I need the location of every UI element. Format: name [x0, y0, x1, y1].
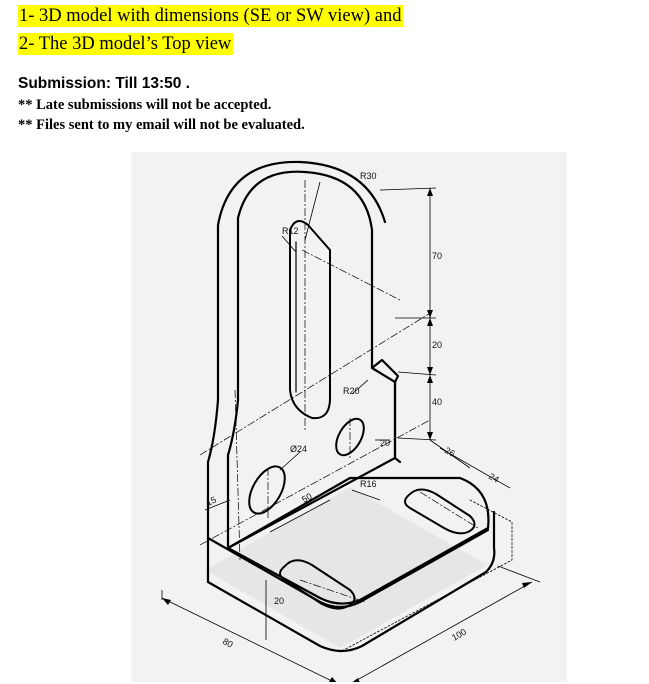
- dim-20-slot: 20: [380, 438, 390, 448]
- task-line-1: 1- 3D model with dimensions (SE or SW vi…: [18, 5, 404, 27]
- dim-r16: R16: [360, 479, 377, 489]
- hole-r20: [335, 417, 365, 457]
- dim-r30: R30: [360, 171, 377, 181]
- base-slot-right: [404, 488, 476, 535]
- note-email-submission: ** Files sent to my email will not be ev…: [18, 117, 305, 133]
- hole-dia24: [248, 465, 286, 515]
- dim-70: 70: [432, 251, 442, 261]
- technical-drawing: R30 R12 70 20 R20 40 Ø24 20 26 R16 24 50…: [131, 152, 567, 682]
- dim-26: 26: [443, 445, 457, 459]
- upper-slot: [289, 220, 331, 420]
- dim-100: 100: [450, 627, 468, 643]
- base-slot-front: [279, 559, 356, 610]
- dim-20-front: 20: [274, 596, 284, 606]
- width-dim-80: [161, 597, 335, 682]
- submission-deadline: Submission: Till 13:50 .: [18, 75, 190, 92]
- base-plate-top: [226, 476, 490, 605]
- dim-15: 15: [205, 495, 218, 508]
- task-line-2: 2- The 3D model’s Top view: [18, 33, 234, 55]
- base-shadow: [205, 487, 487, 648]
- dim-r12: R12: [282, 226, 299, 236]
- length-dim-100: [352, 581, 533, 682]
- base-plate-front: [206, 510, 496, 653]
- note-late-submission: ** Late submissions will not be accepted…: [18, 97, 272, 113]
- dim-r20: R20: [343, 386, 360, 396]
- dim-80: 80: [221, 636, 235, 650]
- dim-40: 40: [432, 397, 442, 407]
- dim-50: 50: [300, 491, 314, 505]
- dim-dia24: Ø24: [290, 444, 307, 454]
- isometric-drawing: R30 R12 70 20 R20 40 Ø24 20 26 R16 24 50…: [161, 160, 541, 682]
- dim-20-right: 20: [432, 340, 442, 350]
- vertical-plate-face: [226, 170, 397, 550]
- dim-24: 24: [487, 471, 501, 485]
